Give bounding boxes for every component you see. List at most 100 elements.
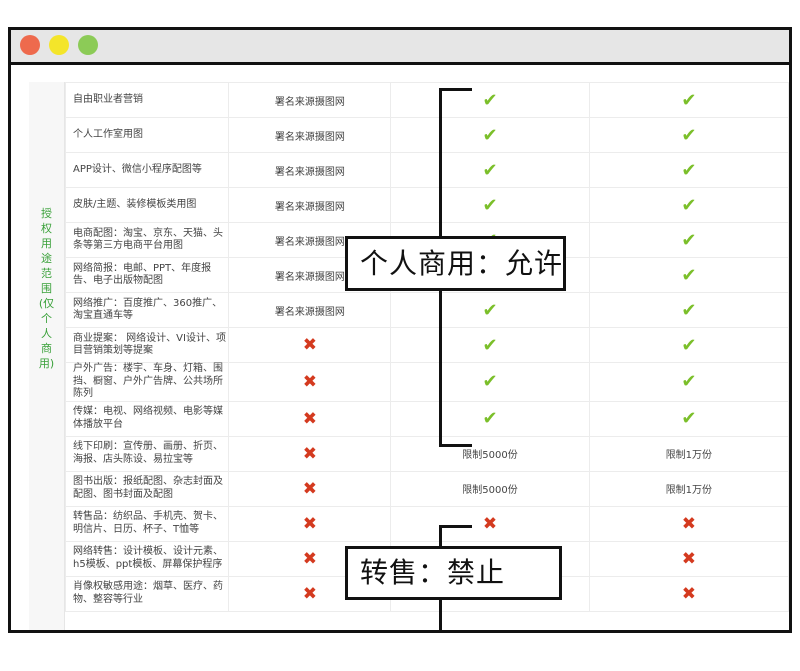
plan1-cell: 限制5000份 <box>390 470 590 507</box>
plan1-cell: ✖ <box>390 505 590 542</box>
scope-label: 授权用途范围(仅个人商用) <box>29 206 64 371</box>
minimize-window-button[interactable] <box>49 35 69 55</box>
usage-cell: 肖像权敏感用途：烟草、医疗、药物、整容等行业 <box>64 575 230 612</box>
commercial-callout-text: 个人商用：允许 <box>360 246 564 280</box>
plan2-cell: ✖ <box>588 575 789 612</box>
check-icon: ✔ <box>482 408 498 429</box>
check-icon: ✔ <box>681 299 697 321</box>
scope-label-char: 权 <box>41 222 52 235</box>
table-row: APP设计、微信小程序配图等署名来源摄图网 ✔ ✔ <box>64 152 789 188</box>
cross-icon: ✖ <box>302 371 317 392</box>
scope-label-char: 途 <box>41 252 52 265</box>
usage-cell: 网络转售：设计模板、设计元素、h5模板、ppt模板、屏幕保护程序 <box>64 540 230 577</box>
resale-callout: 转售：禁止 <box>345 546 562 600</box>
plan2-cell: 限制1万份 <box>588 435 789 472</box>
plan2-cell: ✔ <box>588 152 789 188</box>
check-icon: ✔ <box>681 124 697 146</box>
plan2-cell: ✔ <box>588 327 789 363</box>
check-icon: ✔ <box>482 124 498 146</box>
attribution-cell: ✖ <box>228 435 392 472</box>
browser-window: 授权用途范围(仅个人商用) 自由职业者营销署名来源摄图网✔✔个人工作室用图署名来… <box>8 27 792 633</box>
resale-callout-text: 转售：禁止 <box>360 556 506 589</box>
check-icon: ✔ <box>681 408 697 429</box>
table-row: 图书出版：报纸配图、杂志封面及配图、图书封面及配图✖限制5000份限制1万份 <box>64 470 789 507</box>
cross-icon: ✖ <box>302 513 317 534</box>
plan1-cell: 限制5000份 <box>390 435 590 472</box>
page-content: 授权用途范围(仅个人商用) 自由职业者营销署名来源摄图网✔✔个人工作室用图署名来… <box>11 65 789 630</box>
scope-label-char: 授 <box>41 207 52 220</box>
usage-cell: 线下印刷：宣传册、画册、折页、海报、店头陈设、易拉宝等 <box>64 435 230 472</box>
plan2-cell: ✖ <box>588 540 789 577</box>
plan2-cell: ✔ <box>588 117 789 153</box>
attribution-cell: 署名来源摄图网 <box>228 152 392 188</box>
plan2-cell: ✖ <box>588 505 789 542</box>
attribution-cell: 署名来源摄图网 <box>228 117 392 153</box>
attribution-cell: ✖ <box>228 505 392 542</box>
usage-cell: 网络推广：百度推广、360推广、淘宝直通车等 <box>64 292 230 328</box>
usage-cell: 自由职业者营销 <box>64 82 230 118</box>
usage-cell: 转售品：纺织品、手机壳、贺卡、明信片、日历、杯子、T恤等 <box>64 505 230 542</box>
check-icon: ✔ <box>482 194 498 216</box>
plan1-cell: ✔ <box>390 292 590 328</box>
table-row: 转售品：纺织品、手机壳、贺卡、明信片、日历、杯子、T恤等 ✖ ✖ ✖ <box>64 505 789 542</box>
check-icon: ✔ <box>482 371 498 393</box>
usage-cell: 网络简报：电邮、PPT、年度报告、电子出版物配图 <box>64 257 230 293</box>
plan1-cell: ✔ <box>390 117 590 153</box>
check-icon: ✔ <box>482 159 498 181</box>
plan1-cell: ✔ <box>390 400 590 437</box>
check-icon: ✔ <box>681 229 697 251</box>
usage-cell: 商业提案： 网络设计、VI设计、项目营销策划等提案 <box>64 327 230 363</box>
table-row: 自由职业者营销署名来源摄图网 ✔ ✔ <box>64 82 789 118</box>
license-table: 自由职业者营销署名来源摄图网✔✔个人工作室用图署名来源摄图网✔✔APP设计、微信… <box>64 82 789 612</box>
usage-cell: 户外广告：楼宇、车身、灯箱、围挡、橱窗、户外广告牌、公共场所陈列 <box>64 362 230 402</box>
attribution-cell: 署名来源摄图网 <box>228 82 392 118</box>
table-row: 传媒：电视、网络视频、电影等媒体播放平台✖✔✔ <box>64 400 789 437</box>
check-icon: ✔ <box>681 159 697 181</box>
scope-label-char: (仅 <box>38 297 55 310</box>
plan2-cell: ✔ <box>588 400 789 437</box>
check-icon: ✔ <box>681 371 697 393</box>
cross-icon: ✖ <box>482 513 498 534</box>
plan2-cell: ✔ <box>588 257 789 293</box>
check-icon: ✔ <box>681 89 697 111</box>
usage-cell: 图书出版：报纸配图、杂志封面及配图、图书封面及配图 <box>64 470 230 507</box>
table-row: 户外广告：楼宇、车身、灯箱、围挡、橱窗、户外广告牌、公共场所陈列 ✖ ✔ ✔ <box>64 362 789 402</box>
maximize-window-button[interactable] <box>78 35 98 55</box>
table-row: 个人工作室用图署名来源摄图网 ✔ ✔ <box>64 117 789 153</box>
plan2-cell: ✔ <box>588 187 789 223</box>
table-row: 皮肤/主题、装修模板类用图署名来源摄图网✔✔ <box>64 187 789 223</box>
cross-icon: ✖ <box>302 583 317 604</box>
attribution-cell: ✖ <box>228 400 392 437</box>
check-icon: ✔ <box>482 334 498 356</box>
check-icon: ✔ <box>482 89 498 111</box>
attribution-cell: ✖ <box>228 362 392 402</box>
attribution-cell: ✖ <box>228 327 392 363</box>
cross-icon: ✖ <box>302 443 317 464</box>
check-icon: ✔ <box>482 299 498 321</box>
check-icon: ✔ <box>681 334 697 356</box>
cross-icon: ✖ <box>681 583 696 604</box>
plan1-cell: ✔ <box>390 187 590 223</box>
scope-label-char: 围 <box>41 282 52 295</box>
scope-column: 授权用途范围(仅个人商用) <box>29 82 65 630</box>
close-window-button[interactable] <box>20 35 40 55</box>
cross-icon: ✖ <box>302 478 317 499</box>
plan2-cell: ✔ <box>588 292 789 328</box>
title-bar <box>11 30 789 65</box>
usage-cell: APP设计、微信小程序配图等 <box>64 152 230 188</box>
plan1-cell: ✔ <box>390 362 590 402</box>
usage-cell: 电商配图：淘宝、京东、天猫、头条等第三方电商平台用图 <box>64 222 230 258</box>
table-row: 线下印刷：宣传册、画册、折页、海报、店头陈设、易拉宝等 ✖ 限制5000份限制1万份 <box>64 435 789 472</box>
cross-icon: ✖ <box>681 513 696 534</box>
scope-label-char: 范 <box>41 267 52 280</box>
scope-label-char: 用 <box>41 237 52 250</box>
cross-icon: ✖ <box>681 548 696 569</box>
usage-cell: 皮肤/主题、装修模板类用图 <box>64 187 230 223</box>
commercial-callout: 个人商用：允许 <box>345 236 566 291</box>
cross-icon: ✖ <box>302 548 317 569</box>
scope-label-char: 人 <box>41 327 52 340</box>
scope-label-char: 用) <box>38 357 55 370</box>
table-row: 网络推广：百度推广、360推广、淘宝直通车等署名来源摄图网✔✔ <box>64 292 789 328</box>
usage-cell: 个人工作室用图 <box>64 117 230 153</box>
check-icon: ✔ <box>681 194 697 216</box>
